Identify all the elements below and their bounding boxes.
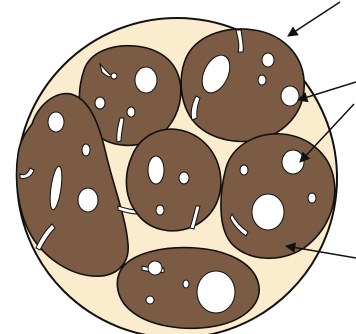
grain-4 <box>126 129 220 231</box>
grain-4-pore-b <box>179 172 189 184</box>
grain-2-pore-b <box>262 53 274 67</box>
grain-6-pore-d <box>183 280 189 288</box>
grain-3-pore-c <box>78 188 98 212</box>
grain-3-pore-d <box>82 144 90 156</box>
grain-6-pore-a <box>148 261 162 275</box>
grain-2-pore-d <box>258 75 266 85</box>
grain-6 <box>117 248 259 329</box>
grain-3-pore-a <box>48 112 64 132</box>
grain-6-pore-c <box>146 296 154 304</box>
grain-5-pore-b <box>252 194 284 230</box>
grain-5-pore-d <box>308 193 316 203</box>
grain-6-pore-b <box>197 271 235 313</box>
grain-2-pore-c <box>281 86 299 106</box>
grain-1-pore-d <box>111 73 117 79</box>
grain-1-pore-b <box>95 97 105 109</box>
grain-5-pore-c <box>240 165 248 175</box>
grain-4-pore-c <box>156 205 164 215</box>
grain-1-pore-a <box>135 67 157 93</box>
grain-4-pore-a <box>148 156 164 184</box>
grain-2 <box>181 29 304 141</box>
grain-1-pore-c <box>127 107 135 117</box>
pointer-arrow-1 <box>288 2 340 36</box>
